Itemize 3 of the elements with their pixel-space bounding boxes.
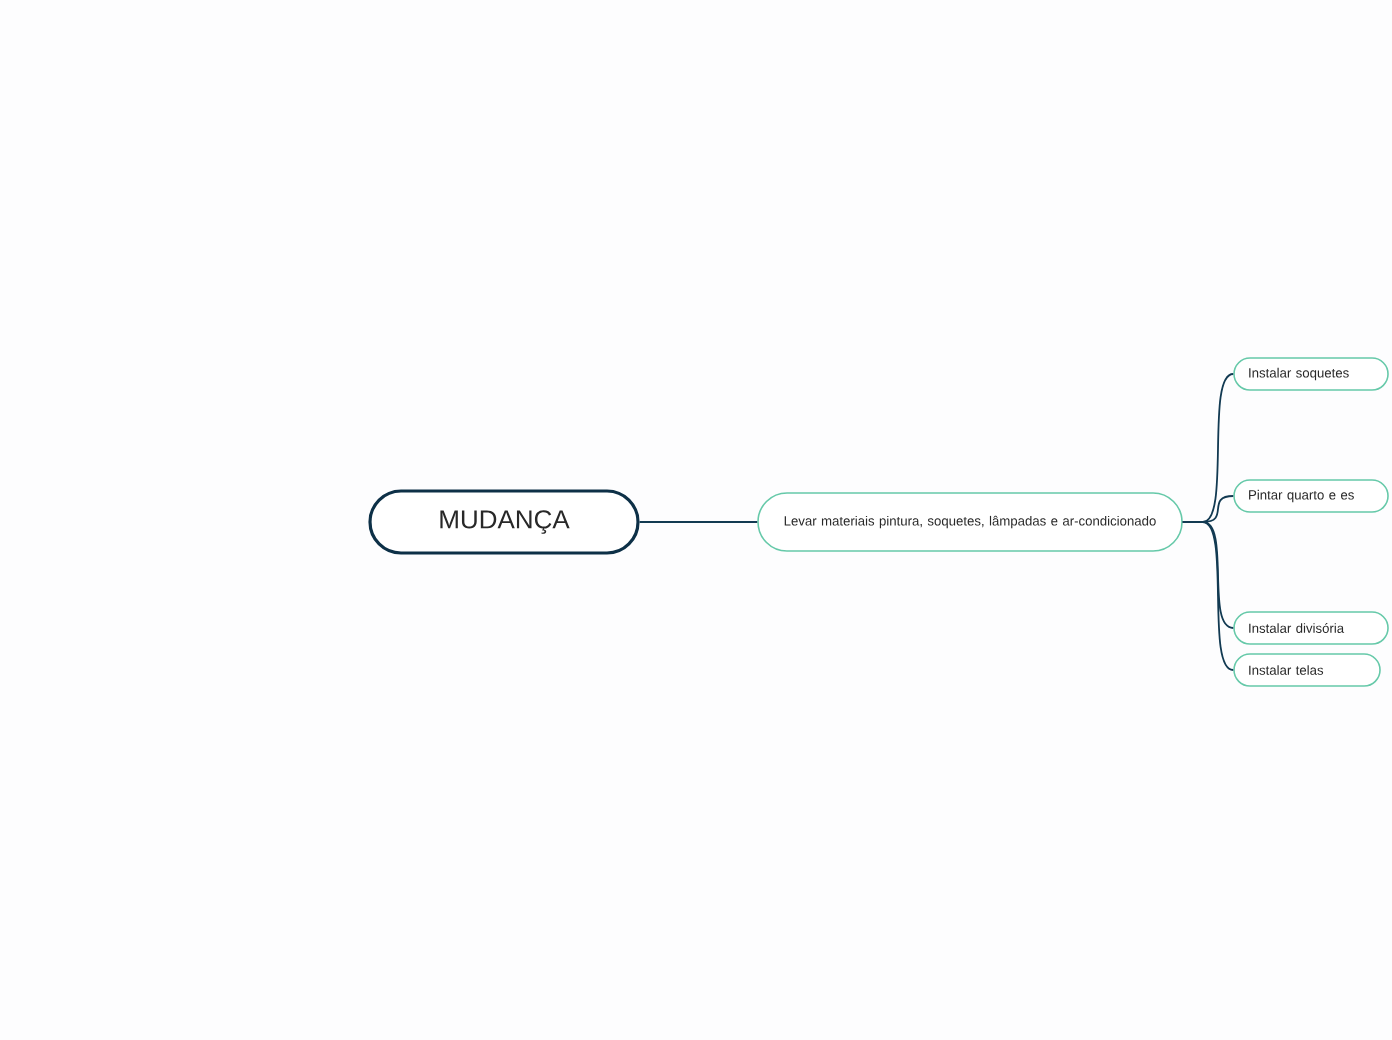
central-topic-box: MUDANÇA: [368, 489, 640, 555]
connector-line: [1181, 521, 1235, 671]
connector-line: [638, 521, 759, 523]
